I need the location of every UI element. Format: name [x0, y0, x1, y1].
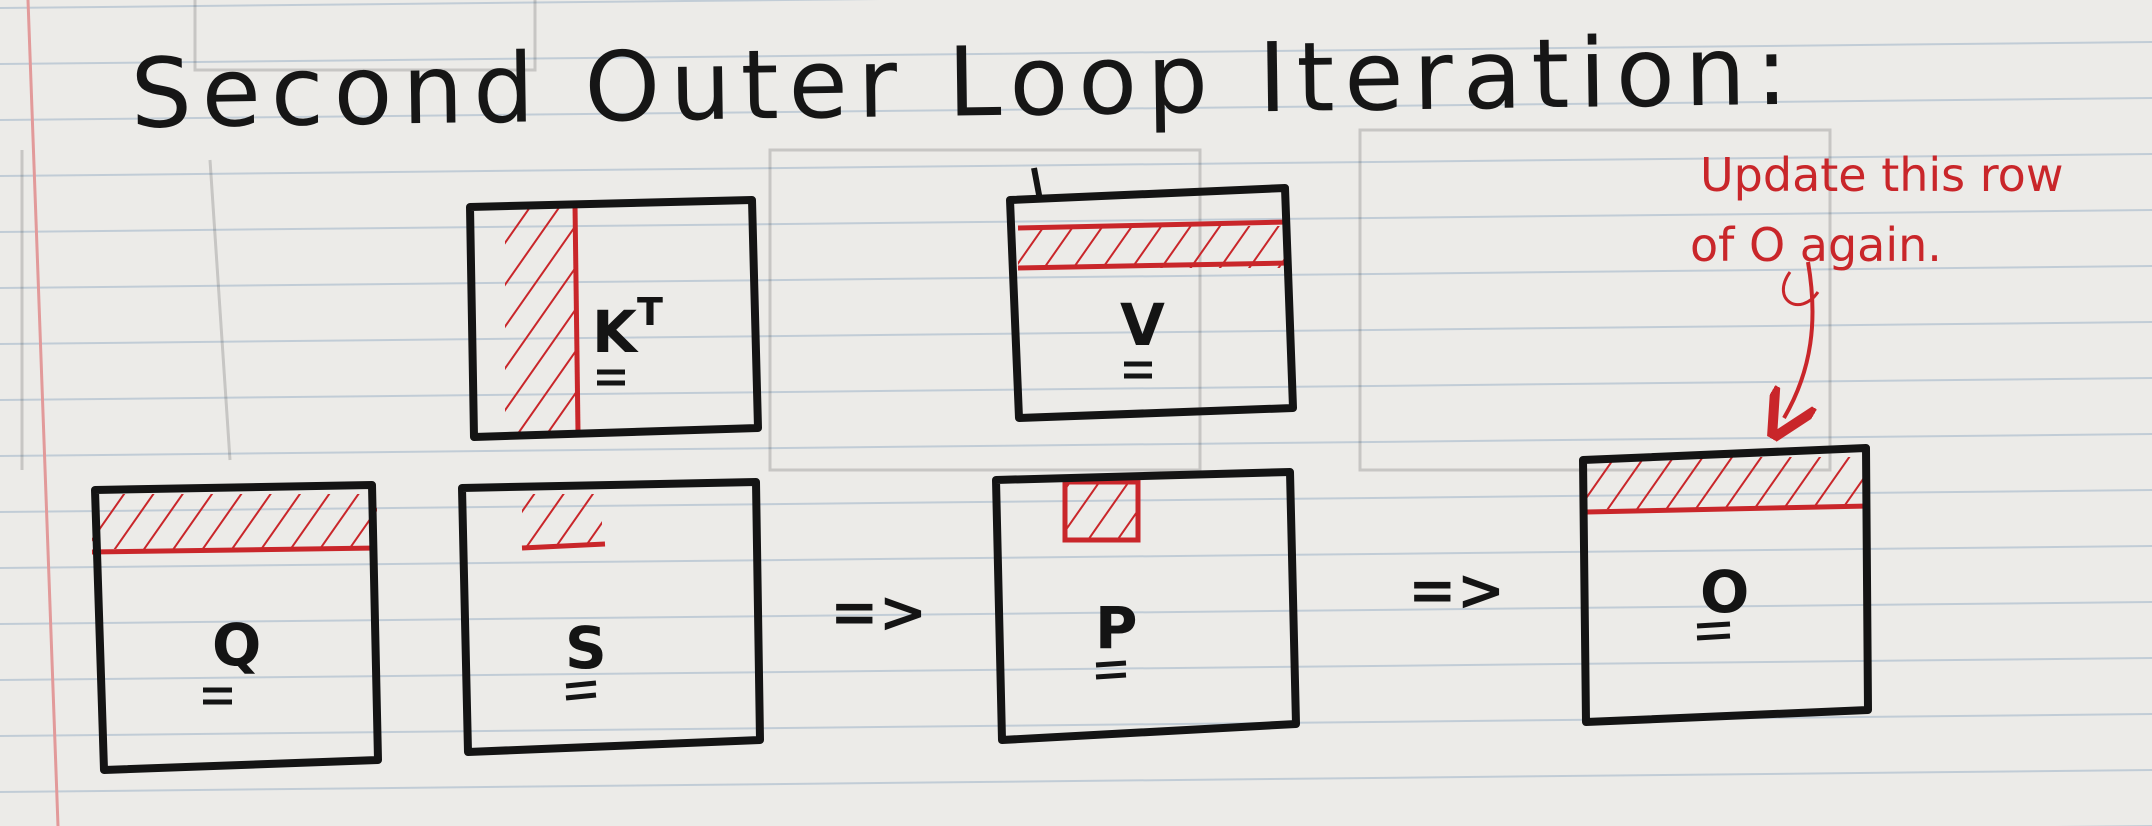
k-label: K [592, 298, 639, 366]
ruled-line [0, 769, 2152, 793]
margin-line [26, 0, 60, 826]
ruled-line [0, 321, 2152, 345]
curved-arrow-icon [1784, 261, 1813, 418]
ruled-line [0, 97, 2152, 121]
ruled-line [0, 41, 2152, 65]
o-row-hatch [1587, 457, 1869, 509]
matrix-v: V [1006, 167, 1297, 422]
k-superscript: T [637, 290, 663, 334]
o-label: O [1700, 558, 1749, 626]
ruled-line [0, 0, 881, 9]
q-row-hatch [92, 494, 377, 549]
q-box [91, 481, 382, 774]
v-box [1006, 184, 1297, 422]
ruled-line [0, 545, 2152, 569]
implies-arrow-icon: => [1408, 556, 1505, 624]
page-title: Second Outer Loop Iteration: [130, 14, 1799, 150]
ruled-line [0, 153, 2152, 177]
o-box [1579, 444, 1872, 726]
s-label: S [565, 614, 607, 682]
p-cell-hatch [1065, 484, 1137, 540]
ruled-line [0, 601, 2152, 625]
ruled-line [0, 657, 2152, 681]
p-box [992, 468, 1300, 744]
k-column-hatch [505, 205, 575, 433]
ruled-line [0, 265, 2152, 289]
s-box [458, 478, 764, 756]
matrix-p: P [992, 468, 1300, 744]
v-row-hatch [1018, 226, 1288, 268]
annotation-line-2: of O again. [1690, 218, 1942, 272]
implies-arrow-icon: => [830, 578, 927, 646]
o-row-line [1586, 503, 1870, 515]
annotation-line-1: Update this row [1700, 148, 2064, 202]
ruled-line [0, 713, 2152, 737]
k-box [466, 196, 762, 441]
p-label: P [1095, 594, 1138, 662]
scribble-mark [1782, 271, 1820, 307]
k-column-line [572, 204, 581, 433]
matrix-o: O [1579, 444, 1872, 726]
q-row-line [91, 545, 378, 555]
v-label: V [1120, 291, 1165, 359]
ruled-line [0, 209, 2152, 233]
s-cell-hatch [522, 494, 602, 546]
matrix-k-transpose: K T [466, 196, 762, 441]
matrix-q: Q [91, 481, 382, 774]
ruled-line [0, 377, 2152, 401]
matrix-s: S [458, 478, 764, 756]
q-label: Q [212, 611, 261, 679]
